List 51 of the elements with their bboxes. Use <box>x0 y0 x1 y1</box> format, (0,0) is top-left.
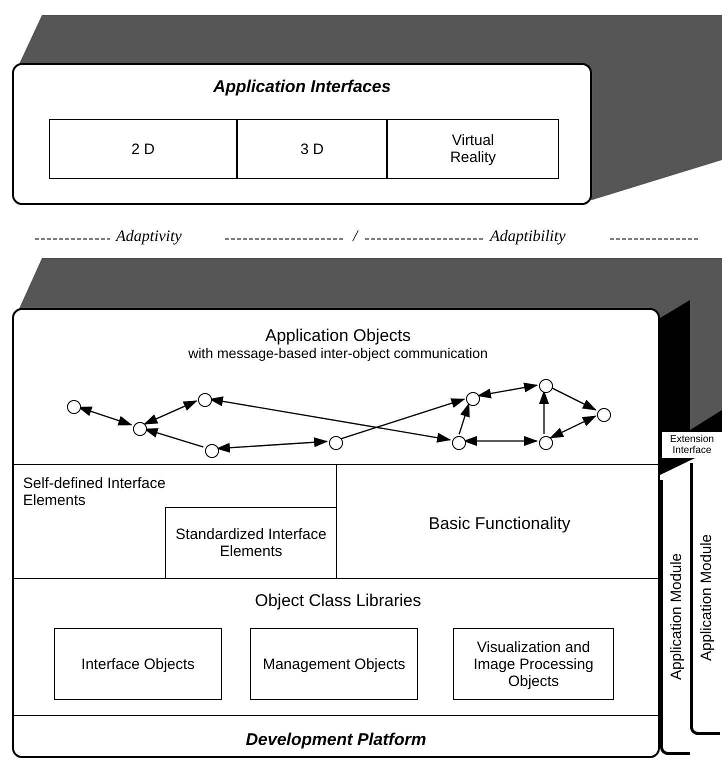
message-arrow <box>463 436 538 446</box>
message-arrow <box>340 398 466 440</box>
module-tab <box>660 480 690 755</box>
object-circle <box>198 393 212 407</box>
panel-title: Development Platform <box>244 731 428 748</box>
object-circle <box>597 408 611 422</box>
panel-section <box>387 119 559 179</box>
object-circle <box>539 436 553 450</box>
panel-title: Application Interfaces <box>212 78 392 95</box>
object-circle <box>466 392 480 406</box>
box-label: Interface Objects <box>80 656 196 672</box>
message-arrow <box>476 382 538 398</box>
section-subtitle: with message-based inter-object communication <box>187 346 489 361</box>
panel-section <box>49 119 237 179</box>
section-title: Object Class Libraries <box>254 591 422 611</box>
object-circle <box>133 422 147 436</box>
box-label: Visualization and Image Processing Objects <box>472 638 595 690</box>
tab-label: Extension Interface <box>669 434 715 456</box>
tab-label: Application Module <box>698 534 715 661</box>
section-title: Self-defined Interface Elements <box>23 475 167 509</box>
axis-label: / <box>353 228 358 246</box>
object-circle <box>67 400 81 414</box>
message-arrow <box>216 437 328 453</box>
interface-tab <box>662 432 722 458</box>
component-box <box>165 507 337 579</box>
axis-label: Adaptivity <box>116 228 182 246</box>
box-label: Management Objects <box>262 656 406 672</box>
message-arrow <box>550 386 597 410</box>
section-title: Basic Functionality <box>428 514 572 534</box>
component-box <box>250 628 418 700</box>
object-circle <box>205 444 219 458</box>
panel-section <box>14 465 337 579</box>
message-arrow <box>143 400 198 425</box>
box-label: 3 D <box>299 140 325 158</box>
message-arrow <box>539 390 549 434</box>
component-box <box>54 628 222 700</box>
object-circle <box>452 436 466 450</box>
tab-label: Application Module <box>668 552 685 680</box>
object-circle <box>539 379 553 393</box>
component-box <box>453 628 614 700</box>
panel-section <box>237 119 387 179</box>
object-circle <box>329 436 343 450</box>
box-label: Standardized Interface Elements <box>174 526 328 560</box>
platform-panel <box>12 308 660 758</box>
message-arrow <box>549 415 597 439</box>
box-label: 2 D <box>130 140 156 158</box>
interface-panel <box>12 63 592 205</box>
axis-label: Adaptibility <box>490 228 566 246</box>
box-label: Virtual Reality <box>449 132 497 166</box>
section-title: Application Objects <box>264 326 412 346</box>
message-arrow <box>458 402 470 435</box>
